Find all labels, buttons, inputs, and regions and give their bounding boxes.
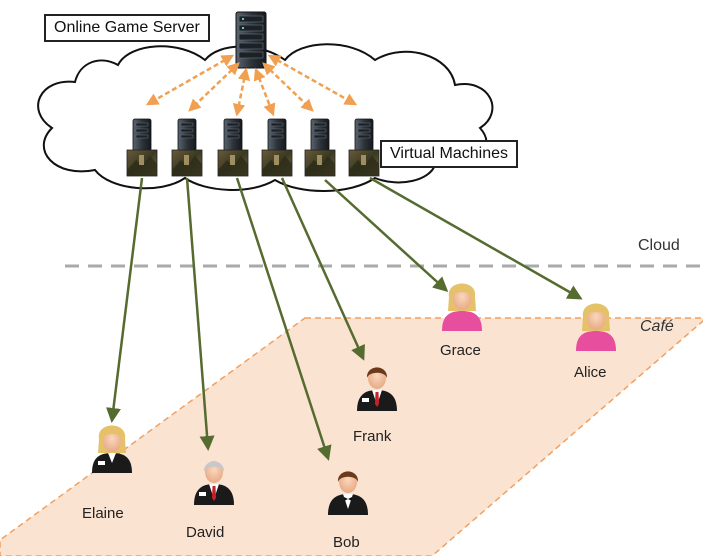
server-tower-icon [223, 118, 243, 152]
player-name-frank: Frank [353, 428, 392, 445]
vm-player-links [106, 176, 583, 461]
person-avatar-icon [357, 367, 397, 411]
server-rack-icon [235, 11, 267, 69]
person-avatar-icon [92, 425, 132, 473]
server-tower-icon [354, 118, 374, 152]
player-elaine [92, 425, 132, 473]
link-frank [280, 177, 365, 361]
player-alice [576, 303, 616, 351]
game-thumbnail-icon [217, 149, 249, 177]
vm-6 [348, 118, 380, 177]
cafe-zone [0, 317, 703, 556]
link-grace [324, 179, 449, 293]
server-tower-icon [177, 118, 197, 152]
game-thumbnail-icon [126, 149, 158, 177]
person-avatar-icon [442, 283, 482, 331]
person-avatar-icon [194, 461, 234, 505]
game-thumbnail-icon [261, 149, 293, 177]
server-tower-icon [310, 118, 330, 152]
player-grace [442, 283, 482, 331]
player-name-elaine: Elaine [82, 505, 124, 522]
server-label: Online Game Server [44, 14, 210, 42]
link-david [185, 177, 215, 451]
player-name-david: David [186, 524, 225, 541]
link-alice [369, 176, 583, 300]
vm-5 [304, 118, 336, 177]
link-elaine [106, 177, 144, 423]
game-thumbnail-icon [304, 149, 336, 177]
player-david [194, 461, 234, 505]
game-thumbnail-icon [171, 149, 203, 177]
person-avatar-icon [576, 303, 616, 351]
person-avatar-icon [328, 471, 368, 515]
cafe-zone-label: Café [640, 318, 674, 335]
player-frank [357, 367, 397, 411]
player-name-grace: Grace [440, 342, 481, 359]
vm-4 [261, 118, 293, 177]
cloud-zone-label: Cloud [638, 237, 680, 254]
game-thumbnail-icon [348, 149, 380, 177]
vm-1 [126, 118, 158, 177]
virtual-machines [126, 118, 380, 177]
server-tower-icon [132, 118, 152, 152]
server-vm-links [145, 54, 358, 117]
player-name-alice: Alice [574, 364, 607, 381]
players [92, 283, 616, 515]
vm-3 [217, 118, 249, 177]
server-tower-icon [267, 118, 287, 152]
player-name-bob: Bob [333, 534, 360, 551]
link-bob [235, 177, 332, 461]
vm-label: Virtual Machines [380, 140, 518, 168]
player-bob [328, 471, 368, 515]
vm-2 [171, 118, 203, 177]
